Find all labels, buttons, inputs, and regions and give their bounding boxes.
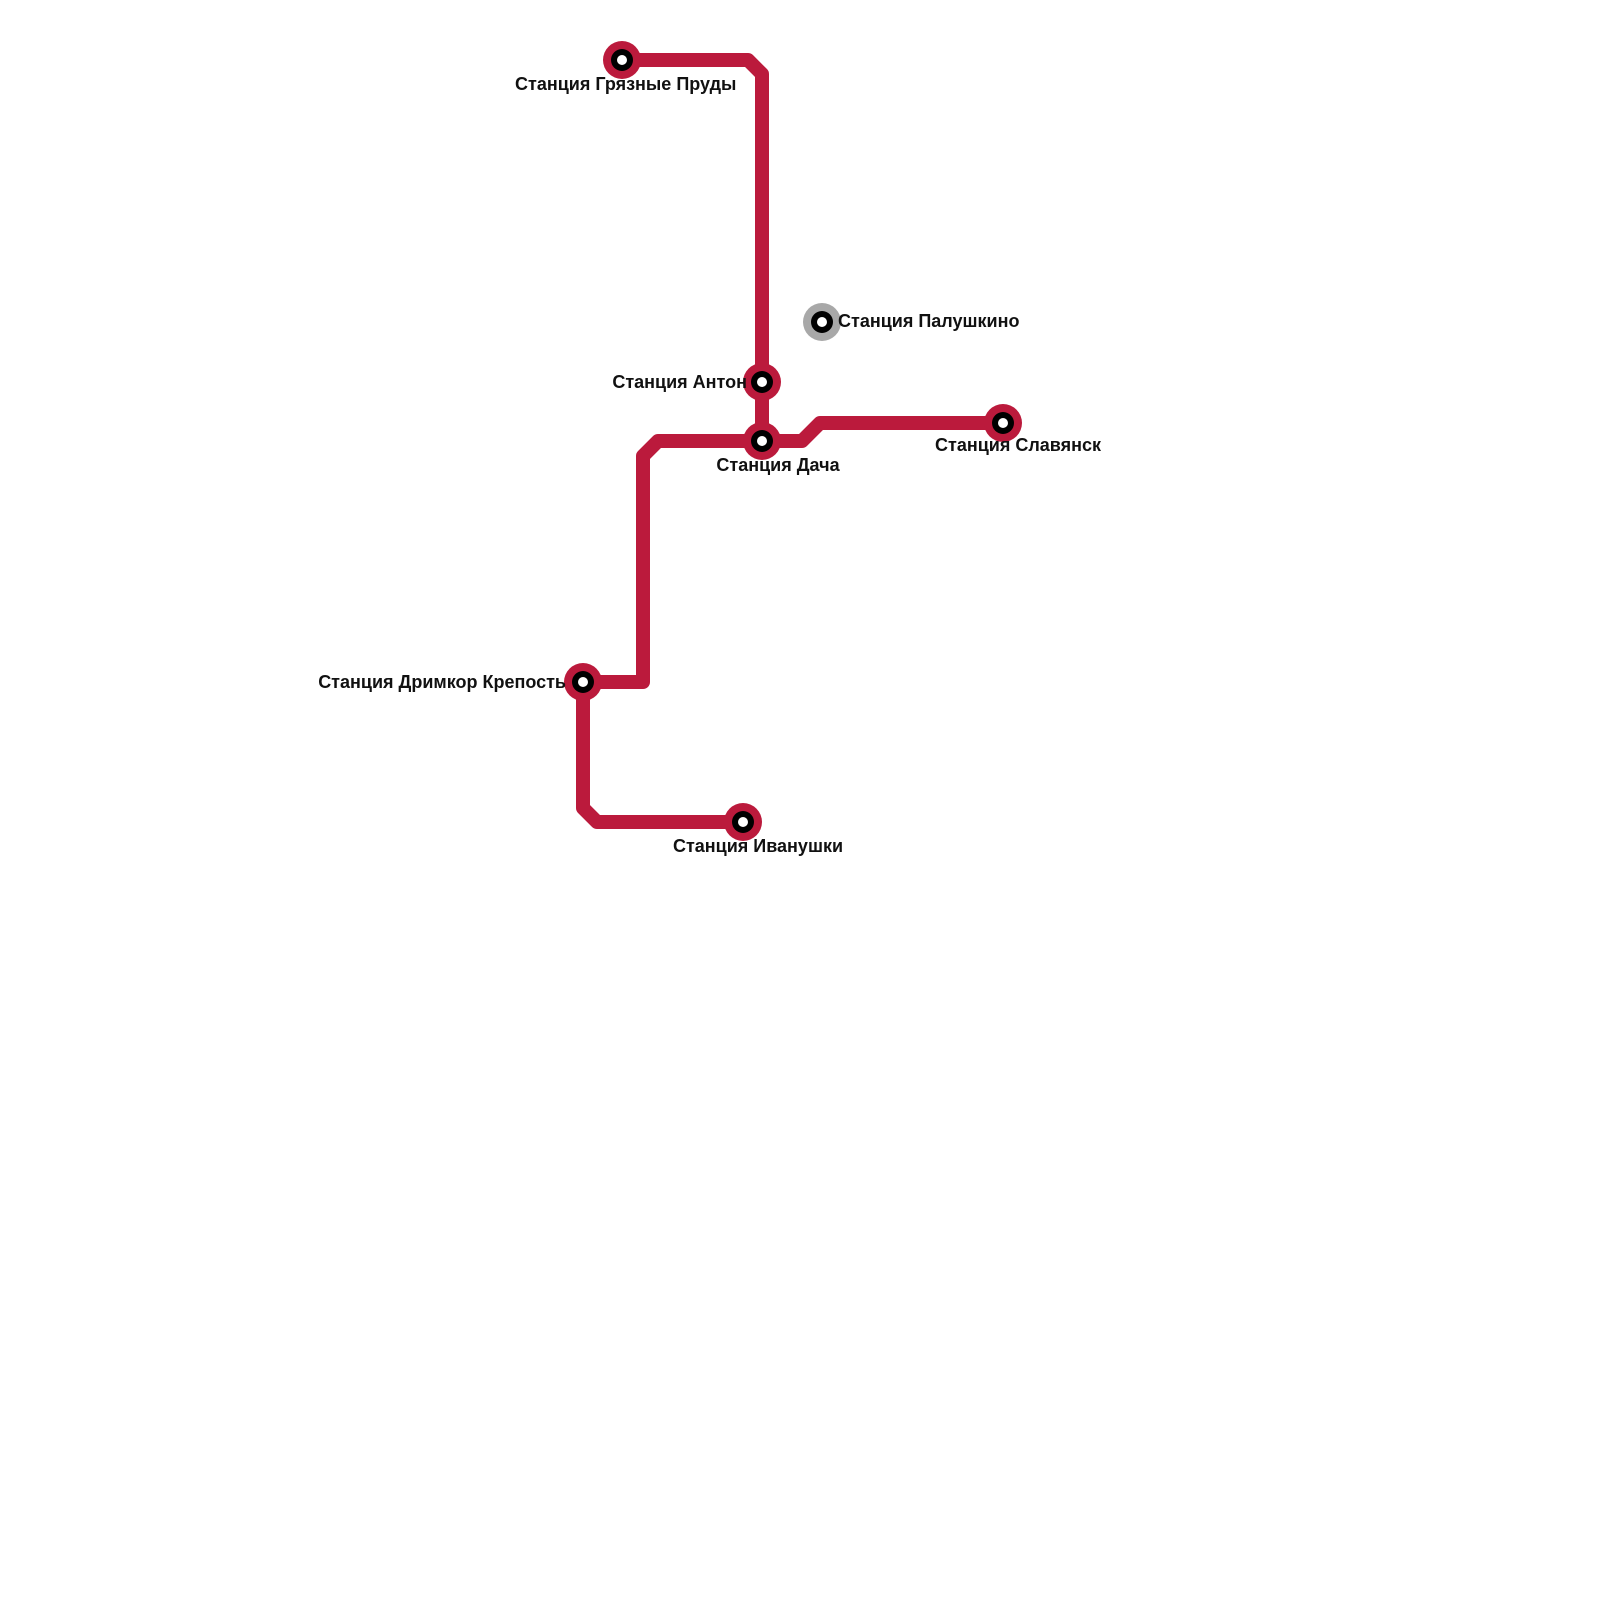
station-label-anton: Станция Антон xyxy=(612,372,747,392)
station-dreamkor[interactable]: Станция Дримкор Крепость xyxy=(318,663,602,701)
station-anton[interactable]: Станция Антон xyxy=(612,363,781,401)
station-label-palushkino: Станция Палушкино xyxy=(838,311,1019,331)
station-center xyxy=(757,436,767,446)
station-center xyxy=(817,317,827,327)
stations: Станция Грязные Пруды Станция Антон Стан… xyxy=(318,41,1102,856)
station-slavyansk[interactable]: Станция Славянск xyxy=(935,404,1102,455)
line-segment-north xyxy=(615,53,769,448)
station-label-dreamkor: Станция Дримкор Крепость xyxy=(318,672,566,692)
line-segment-west xyxy=(576,434,769,689)
station-label-dacha: Станция Дача xyxy=(716,455,840,475)
station-label-ivanushki: Станция Иванушки xyxy=(673,836,843,856)
line-segment-south xyxy=(576,675,750,829)
station-center xyxy=(578,677,588,687)
station-label-slavyansk: Станция Славянск xyxy=(935,435,1102,455)
station-center xyxy=(617,55,627,65)
metro-line xyxy=(576,53,1010,829)
station-gryaznye-prudy[interactable]: Станция Грязные Пруды xyxy=(515,41,736,94)
station-center xyxy=(998,418,1008,428)
station-center xyxy=(757,377,767,387)
line-segment-east xyxy=(755,416,1010,448)
station-ivanushki[interactable]: Станция Иванушки xyxy=(673,803,843,856)
station-label-gryaznye-prudy: Станция Грязные Пруды xyxy=(515,74,736,94)
station-palushkino[interactable]: Станция Палушкино xyxy=(803,303,1019,341)
station-dacha[interactable]: Станция Дача xyxy=(716,422,841,475)
station-center xyxy=(738,817,748,827)
